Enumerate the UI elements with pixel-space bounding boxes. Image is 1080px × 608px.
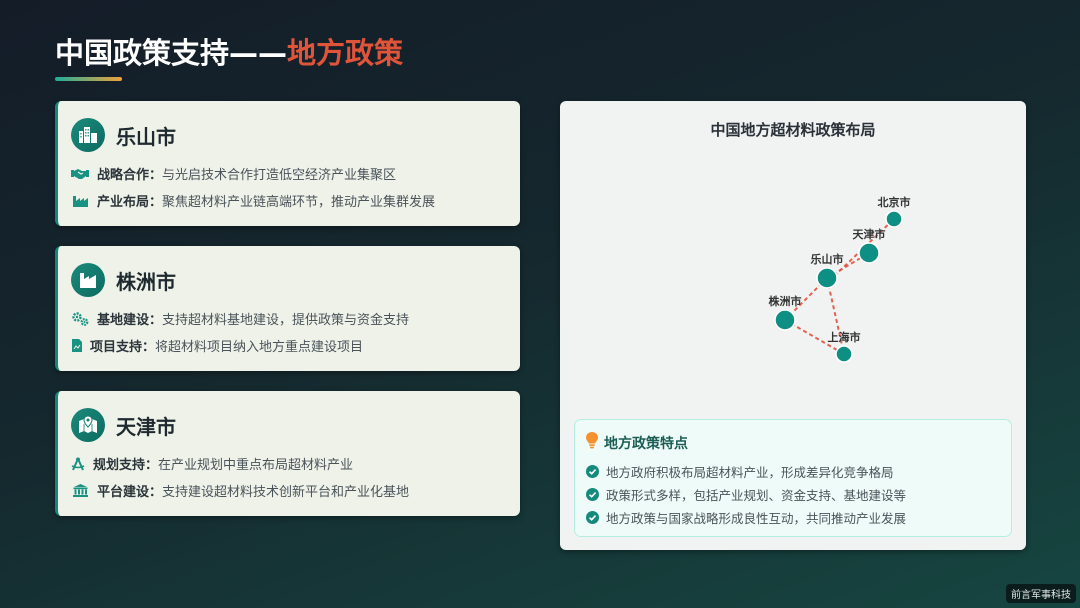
city-card-zhuzhou: 株洲市 基地建设： 支持超材料基地建设，提供政策与资金支持 项目支持： 将超材料… [55,246,520,371]
city-card-tianjin: 天津市 规划支持： 在产业规划中重点布局超材料产业 平台建设： 支持建设超材料技… [55,391,520,516]
map-title: 中国地方超材料政策布局 [710,121,876,139]
city-row: 平台建设： 支持建设超材料技术创新平台和产业化基地 [71,481,409,500]
feature-item: 政策形式多样，包括产业规划、资金支持、基地建设等 [586,485,906,504]
row-label: 规划支持： [93,458,159,473]
page-title-main: 中国政策支持—— [55,36,288,70]
node-tianjin[interactable] [858,242,880,264]
building-icon [71,118,105,152]
node-label-tianjin: 天津市 [853,227,886,241]
watermark: 前言军事科技 [1006,584,1076,603]
file-chart-icon [71,339,82,353]
node-beijing[interactable] [885,210,903,228]
page-title: 中国政策支持——地方政策 [55,30,403,72]
row-text: 将超材料项目纳入地方重点建设项目 [155,340,364,355]
map-panel: 中国地方超材料政策布局 北京市天津市乐山市株洲市上海市 地方政策特点 地方政府积… [560,101,1026,550]
check-circle-icon [586,488,599,501]
check-circle-icon [586,465,599,478]
feature-text: 政策形式多样，包括产业规划、资金支持、基地建设等 [606,488,907,503]
factory-icon [71,263,105,297]
city-name: 天津市 [116,414,176,439]
node-zhuzhou[interactable] [774,309,796,331]
node-shanghai[interactable] [835,345,853,363]
city-row: 产业布局： 聚焦超材料产业链高端环节，推动产业集群发展 [71,191,435,210]
row-label: 产业布局： [97,195,163,210]
city-row: 战略合作： 与光启技术合作打造低空经济产业集聚区 [71,164,396,183]
node-label-leshan: 乐山市 [811,252,844,266]
row-label: 基地建设： [97,313,163,328]
features-box: 地方政策特点 地方政府积极布局超材料产业，形成差异化竞争格局 政策形式多样，包括… [574,419,1012,537]
check-circle-icon [586,511,599,524]
city-name: 株洲市 [116,269,176,294]
feature-text: 地方政策与国家战略形成良性互动，共同推动产业发展 [606,511,907,526]
feature-item: 地方政策与国家战略形成良性互动，共同推动产业发展 [586,508,906,527]
city-row: 基地建设： 支持超材料基地建设，提供政策与资金支持 [71,309,409,328]
features-title: 地方政策特点 [604,435,688,452]
row-text: 聚焦超材料产业链高端环节，推动产业集群发展 [162,195,436,210]
landmark-icon [71,484,89,498]
node-leshan[interactable] [816,267,838,289]
city-row: 规划支持： 在产业规划中重点布局超材料产业 [71,454,353,473]
row-label: 战略合作： [97,168,163,183]
city-card-leshan: 乐山市 战略合作： 与光启技术合作打造低空经济产业集聚区 产业布局： 聚焦超材料… [55,101,520,226]
compass-drafting-icon [71,457,85,471]
map-pin-icon [71,408,105,442]
row-label: 项目支持： [90,340,156,355]
gears-icon [71,311,89,326]
city-row: 项目支持： 将超材料项目纳入地方重点建设项目 [71,336,363,355]
row-label: 平台建设： [97,485,163,500]
feature-text: 地方政府积极布局超材料产业，形成差异化竞争格局 [606,465,894,480]
row-text: 支持建设超材料技术创新平台和产业化基地 [162,485,410,500]
link-zhuzhou-shanghai [784,319,845,355]
node-label-beijing: 北京市 [878,195,911,209]
node-label-zhuzhou: 株洲市 [769,294,802,308]
page-title-accent: 地方政策 [287,36,404,70]
lightbulb-icon [586,432,598,453]
row-text: 支持超材料基地建设，提供政策与资金支持 [162,313,410,328]
industry-icon [71,194,89,208]
city-name: 乐山市 [116,124,176,149]
row-text: 与光启技术合作打造低空经济产业集聚区 [162,168,397,183]
handshake-icon [71,167,89,181]
feature-item: 地方政府积极布局超材料产业，形成差异化竞争格局 [586,462,894,481]
node-label-shanghai: 上海市 [828,330,861,344]
title-underline [55,77,122,81]
link-leshan-shanghai [826,277,845,355]
row-text: 在产业规划中重点布局超材料产业 [158,458,354,473]
